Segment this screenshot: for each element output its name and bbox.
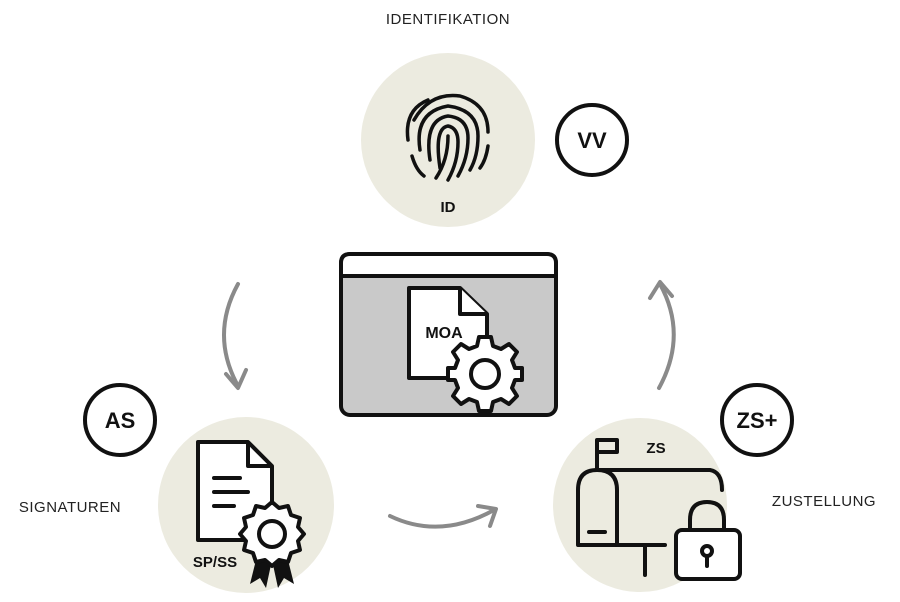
moa-label: MOA xyxy=(425,325,463,342)
gear-icon xyxy=(446,335,524,413)
certificate-seal-icon xyxy=(238,500,306,588)
badge-as: AS xyxy=(83,383,157,457)
lock-icon xyxy=(674,500,742,581)
zs-label: ZS xyxy=(646,440,665,457)
signature-node: SP/SS xyxy=(158,417,334,593)
sp-ss-label: SP/SS xyxy=(193,554,237,571)
label-signaturen: SIGNATUREN xyxy=(19,499,121,516)
label-zustellung: ZUSTELLUNG xyxy=(772,493,876,510)
arrow-id-to-signaturen xyxy=(222,282,248,390)
arrow-signaturen-to-zustellung xyxy=(388,504,498,529)
badge-zs-plus: ZS+ xyxy=(720,383,794,457)
badge-vv-label: VV xyxy=(577,128,607,153)
moa-window: MOA xyxy=(339,252,558,417)
id-node: ID xyxy=(361,53,535,227)
badge-vv: VV xyxy=(555,103,629,177)
badge-as-label: AS xyxy=(105,408,136,433)
fingerprint-icon xyxy=(405,93,490,182)
badge-zs-plus-label: ZS+ xyxy=(737,408,778,433)
id-label: ID xyxy=(441,199,456,216)
label-identifikation: IDENTIFIKATION xyxy=(386,11,510,28)
delivery-node: ZS xyxy=(553,418,742,592)
mailbox-icon xyxy=(576,438,724,577)
arrow-zustellung-to-id xyxy=(648,280,676,390)
